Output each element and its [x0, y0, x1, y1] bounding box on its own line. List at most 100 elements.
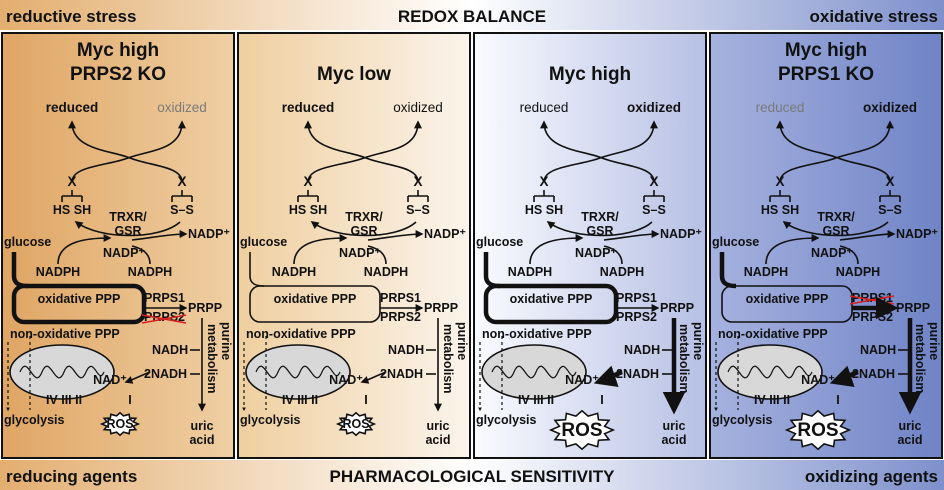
- prps1-label: PRPS1: [144, 291, 185, 305]
- ros-label: ROS: [106, 417, 133, 431]
- disulfide-bracket-right: [879, 190, 901, 202]
- glucose-label: glucose: [4, 235, 51, 249]
- prps2-strike: [141, 314, 187, 324]
- mitochondrion: [481, 344, 587, 400]
- acid-label: acid: [897, 433, 922, 447]
- oxidative-ppp-label: oxidative PPP: [746, 292, 829, 306]
- mitochondrion: [245, 344, 351, 400]
- nadph-right-label: NADPH: [836, 265, 880, 279]
- reductase-arc: [782, 221, 889, 237]
- prps1-label: PRPS1: [616, 291, 657, 305]
- non-oxidative-ppp-label: non-oxidative PPP: [718, 327, 828, 341]
- glycolysis-label: glycolysis: [712, 413, 772, 427]
- purine-label: purine: [219, 322, 233, 360]
- x-left-label: X: [539, 174, 548, 189]
- nadph-right-label: NADPH: [600, 265, 644, 279]
- x-right-label: X: [885, 174, 894, 189]
- hs-sh-label: HS SH: [525, 203, 563, 217]
- prpp-label: PRPP: [660, 301, 694, 315]
- panel-title: Myc high: [549, 64, 631, 85]
- top-left-label: reductive stress: [6, 7, 136, 26]
- prpp-label: PRPP: [424, 301, 458, 315]
- nadh-to-nad-arrow: [360, 371, 387, 384]
- thiol-bracket-left: [61, 190, 83, 202]
- bottom-left-label: reducing agents: [6, 467, 137, 486]
- non-oxidative-ppp-label: non-oxidative PPP: [10, 327, 120, 341]
- disulfide-bracket-right: [643, 190, 665, 202]
- x-left-label: X: [775, 174, 784, 189]
- nadph-right-label: NADPH: [128, 265, 172, 279]
- glucose-label: glucose: [476, 235, 523, 249]
- two-nadh-label: 2NADH: [144, 367, 187, 381]
- complex-i-label: I: [364, 393, 367, 407]
- mitochondrion-cristae: [727, 365, 813, 379]
- x-left-label: X: [67, 174, 76, 189]
- complexes-label: IV III II: [754, 393, 790, 407]
- uric-label: uric: [663, 419, 686, 433]
- nadph-left-label: NADPH: [272, 265, 316, 279]
- nadh-to-nad-arrow: [593, 365, 623, 387]
- x-right-label: X: [177, 174, 186, 189]
- nadp-plus-mid-label: NADP⁺: [103, 246, 145, 260]
- disulfide-bracket-right: [407, 190, 429, 202]
- nadph-to-reductase-arrow: [529, 234, 584, 265]
- non-oxidative-ppp-label: non-oxidative PPP: [482, 327, 592, 341]
- top-center-label: REDOX BALANCE: [398, 7, 546, 26]
- oxidized-label: oxidized: [393, 100, 443, 115]
- mitochondrion-cristae: [255, 365, 341, 379]
- prps2-label: PRPS2: [616, 310, 657, 324]
- x-left-label: X: [303, 174, 312, 189]
- purine-label: purine: [455, 322, 469, 360]
- complex-i-label: I: [836, 393, 839, 407]
- oxidized-label: oxidized: [157, 100, 207, 115]
- redox-arc-left: [307, 120, 422, 183]
- nadp-plus-mid-label: NADP⁺: [575, 246, 617, 260]
- ros-burst: [548, 409, 616, 451]
- ros-burst: [335, 411, 377, 437]
- nadh-label: NADH: [860, 343, 896, 357]
- two-nadh-label: 2NADH: [380, 367, 423, 381]
- thiol-bracket-left: [769, 190, 791, 202]
- oxidative-ppp-label: oxidative PPP: [38, 292, 121, 306]
- trxr-label: TRXR/: [581, 210, 619, 224]
- nad-plus-label: NAD⁺: [329, 373, 363, 387]
- ros-label: ROS: [561, 420, 602, 441]
- oxidized-label: oxidized: [863, 100, 917, 115]
- nadh-to-nad-arrow: [829, 365, 859, 387]
- nadh-to-nad-arrow: [124, 371, 151, 384]
- nad-plus-label: NAD⁺: [801, 373, 835, 387]
- acid-label: acid: [661, 433, 686, 447]
- prpp-label: PRPP: [188, 301, 222, 315]
- two-nadh-label: 2NADH: [852, 367, 895, 381]
- panel-title-line1: Myc high: [785, 40, 867, 61]
- non-oxidative-ppp-label: non-oxidative PPP: [246, 327, 356, 341]
- panel-title-line1: Myc high: [77, 40, 159, 61]
- acid-label: acid: [189, 433, 214, 447]
- metabolism-label: metabolism: [913, 324, 927, 393]
- panel-title-line2: PRPS1 KO: [778, 64, 874, 85]
- complex-i-label: I: [600, 393, 603, 407]
- oxidative-ppp-label: oxidative PPP: [510, 292, 593, 306]
- ros-label: ROS: [342, 417, 369, 431]
- purine-label: purine: [691, 322, 705, 360]
- top-right-label: oxidative stress: [809, 7, 938, 26]
- hs-sh-label: HS SH: [761, 203, 799, 217]
- nadp-plus-right-label: NADP⁺: [896, 227, 938, 241]
- prps2-label: PRPS2: [380, 310, 421, 324]
- nadh-label: NADH: [388, 343, 424, 357]
- oxidized-label: oxidized: [627, 100, 681, 115]
- mitochondrion: [9, 344, 115, 400]
- top-gradient-bar: [0, 0, 944, 30]
- nadph-to-reductase-arrow: [57, 234, 112, 265]
- nadph-right-link: [839, 245, 859, 265]
- nadph-left-label: NADPH: [508, 265, 552, 279]
- disulfide-label: S–S: [406, 203, 430, 217]
- acid-label: acid: [425, 433, 450, 447]
- disulfide-bracket-right: [171, 190, 193, 202]
- nadph-left-label: NADPH: [36, 265, 80, 279]
- x-right-label: X: [413, 174, 422, 189]
- bottom-gradient-bar: [0, 460, 944, 490]
- oxidative-ppp-box: [249, 285, 381, 323]
- disulfide-label: S–S: [642, 203, 666, 217]
